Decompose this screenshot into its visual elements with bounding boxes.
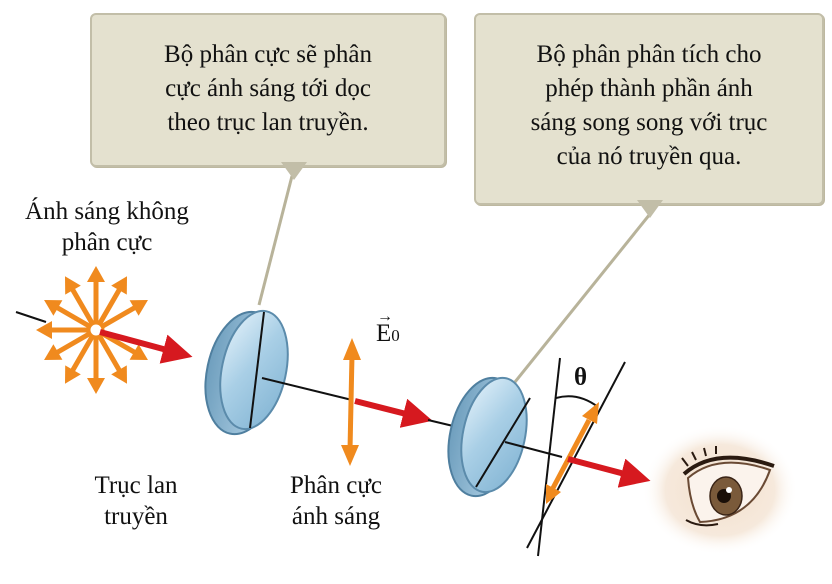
transmitted-beam	[354, 398, 433, 428]
callout-line: sáng song song với trục	[530, 109, 768, 136]
label-line: ánh sáng	[291, 503, 381, 530]
vertical-reference-line	[537, 357, 561, 557]
e-field-double-arrow	[341, 338, 361, 466]
exit-beam	[567, 456, 651, 488]
incident-beam	[99, 329, 193, 364]
propagation-axis-line	[261, 377, 353, 401]
e-field-label: → E0	[376, 309, 400, 351]
analyzer-callout-pointer	[513, 213, 652, 383]
callout-line: Bộ phân cực sẽ phân	[164, 41, 372, 68]
polarized-light-label: Phân cực ánh sáng	[266, 470, 406, 532]
label-line: truyền	[104, 503, 168, 530]
callout-line: cực ánh sáng tới dọc	[165, 75, 371, 102]
theta-arc	[555, 395, 599, 408]
unpolarized-light-starburst	[36, 266, 148, 394]
callout-line: của nó truyền qua.	[556, 143, 742, 170]
analyzer-component-arrow	[546, 402, 599, 504]
polarizer-disk	[204, 309, 289, 436]
polarizer-callout: Bộ phân cực sẽ phân cực ánh sáng tới dọc…	[90, 13, 446, 167]
callout-line: phép thành phần ánh	[545, 75, 753, 102]
unpolarized-light-label: Ánh sáng không phân cực	[2, 196, 212, 258]
polarizer-callout-pointer	[257, 175, 294, 306]
eye-icon	[681, 446, 775, 527]
label-line: phân cực	[61, 229, 153, 256]
analyzer-callout-tail	[637, 200, 663, 218]
tilted-reference-line	[526, 361, 626, 549]
e-field-subscript: 0	[391, 326, 400, 345]
analyzer-transmission-axis	[475, 397, 531, 488]
label-line: Ánh sáng không	[25, 198, 189, 225]
burst-ray	[87, 266, 105, 330]
label-line: Trục lan	[94, 472, 178, 499]
callout-line: theo trục lan truyền.	[167, 109, 369, 136]
label-line: Phân cực	[290, 472, 382, 499]
incoming-axis-line	[15, 311, 47, 323]
analyzer-disk	[447, 376, 531, 498]
e-field-symbol: E	[376, 320, 392, 347]
callout-line: Bộ phân phân tích cho	[536, 41, 762, 68]
polarizer-transmission-axis	[249, 311, 265, 429]
analyzer-callout: Bộ phân phân tích cho phép thành phần án…	[474, 13, 824, 205]
polarizer-callout-tail	[281, 162, 307, 180]
vector-arrow-mark: →	[377, 308, 393, 325]
propagation-axis-label: Trục lan truyền	[66, 470, 206, 532]
theta-label: θ	[574, 364, 588, 391]
